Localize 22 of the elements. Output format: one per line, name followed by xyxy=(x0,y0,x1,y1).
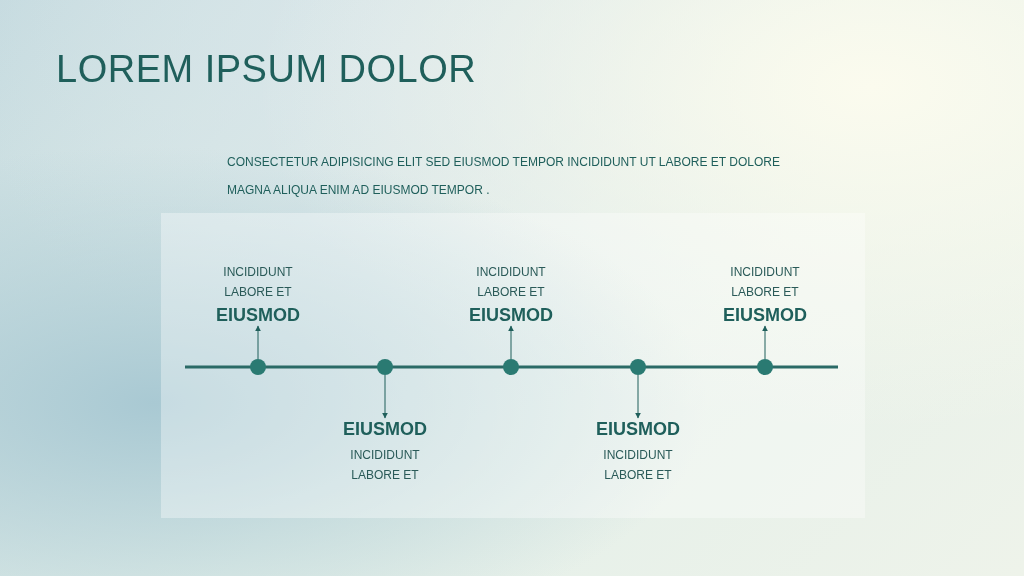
milestone-caption: INCIDIDUNT LABORE ET xyxy=(222,264,294,301)
arrow xyxy=(255,325,261,360)
milestone-heading: EIUSMOD xyxy=(596,418,680,440)
milestone-caption: INCIDIDUNT LABORE ET xyxy=(475,264,547,301)
timeline-dot xyxy=(503,359,519,375)
timeline-dot xyxy=(757,359,773,375)
description-paragraph: CONSECTETUR ADIPISICING ELIT SED EIUSMOD TEMPOR INCIDIDUNT UT LABORE ET DOLORE MAGNA ALIQUA ENIM AD EIUSMOD TEMPOR . xyxy=(227,154,781,199)
milestone-caption: INCIDIDUNT LABORE ET xyxy=(729,264,801,301)
arrow xyxy=(508,325,514,360)
timeline-dot xyxy=(630,359,646,375)
milestone-heading: EIUSMOD xyxy=(343,418,427,440)
arrow xyxy=(382,374,388,419)
milestone-caption: INCIDIDUNT LABORE ET xyxy=(349,447,421,484)
milestone-caption: INCIDIDUNT LABORE ET xyxy=(602,447,674,484)
title: LOREM IPSUM DOLOR xyxy=(56,48,477,91)
timeline-dot xyxy=(377,359,393,375)
arrow xyxy=(635,374,641,419)
timeline-dot xyxy=(250,359,266,375)
milestone-heading: EIUSMOD xyxy=(216,304,300,326)
arrow xyxy=(762,325,768,360)
milestone-heading: EIUSMOD xyxy=(469,304,553,326)
milestone-heading: EIUSMOD xyxy=(723,304,807,326)
